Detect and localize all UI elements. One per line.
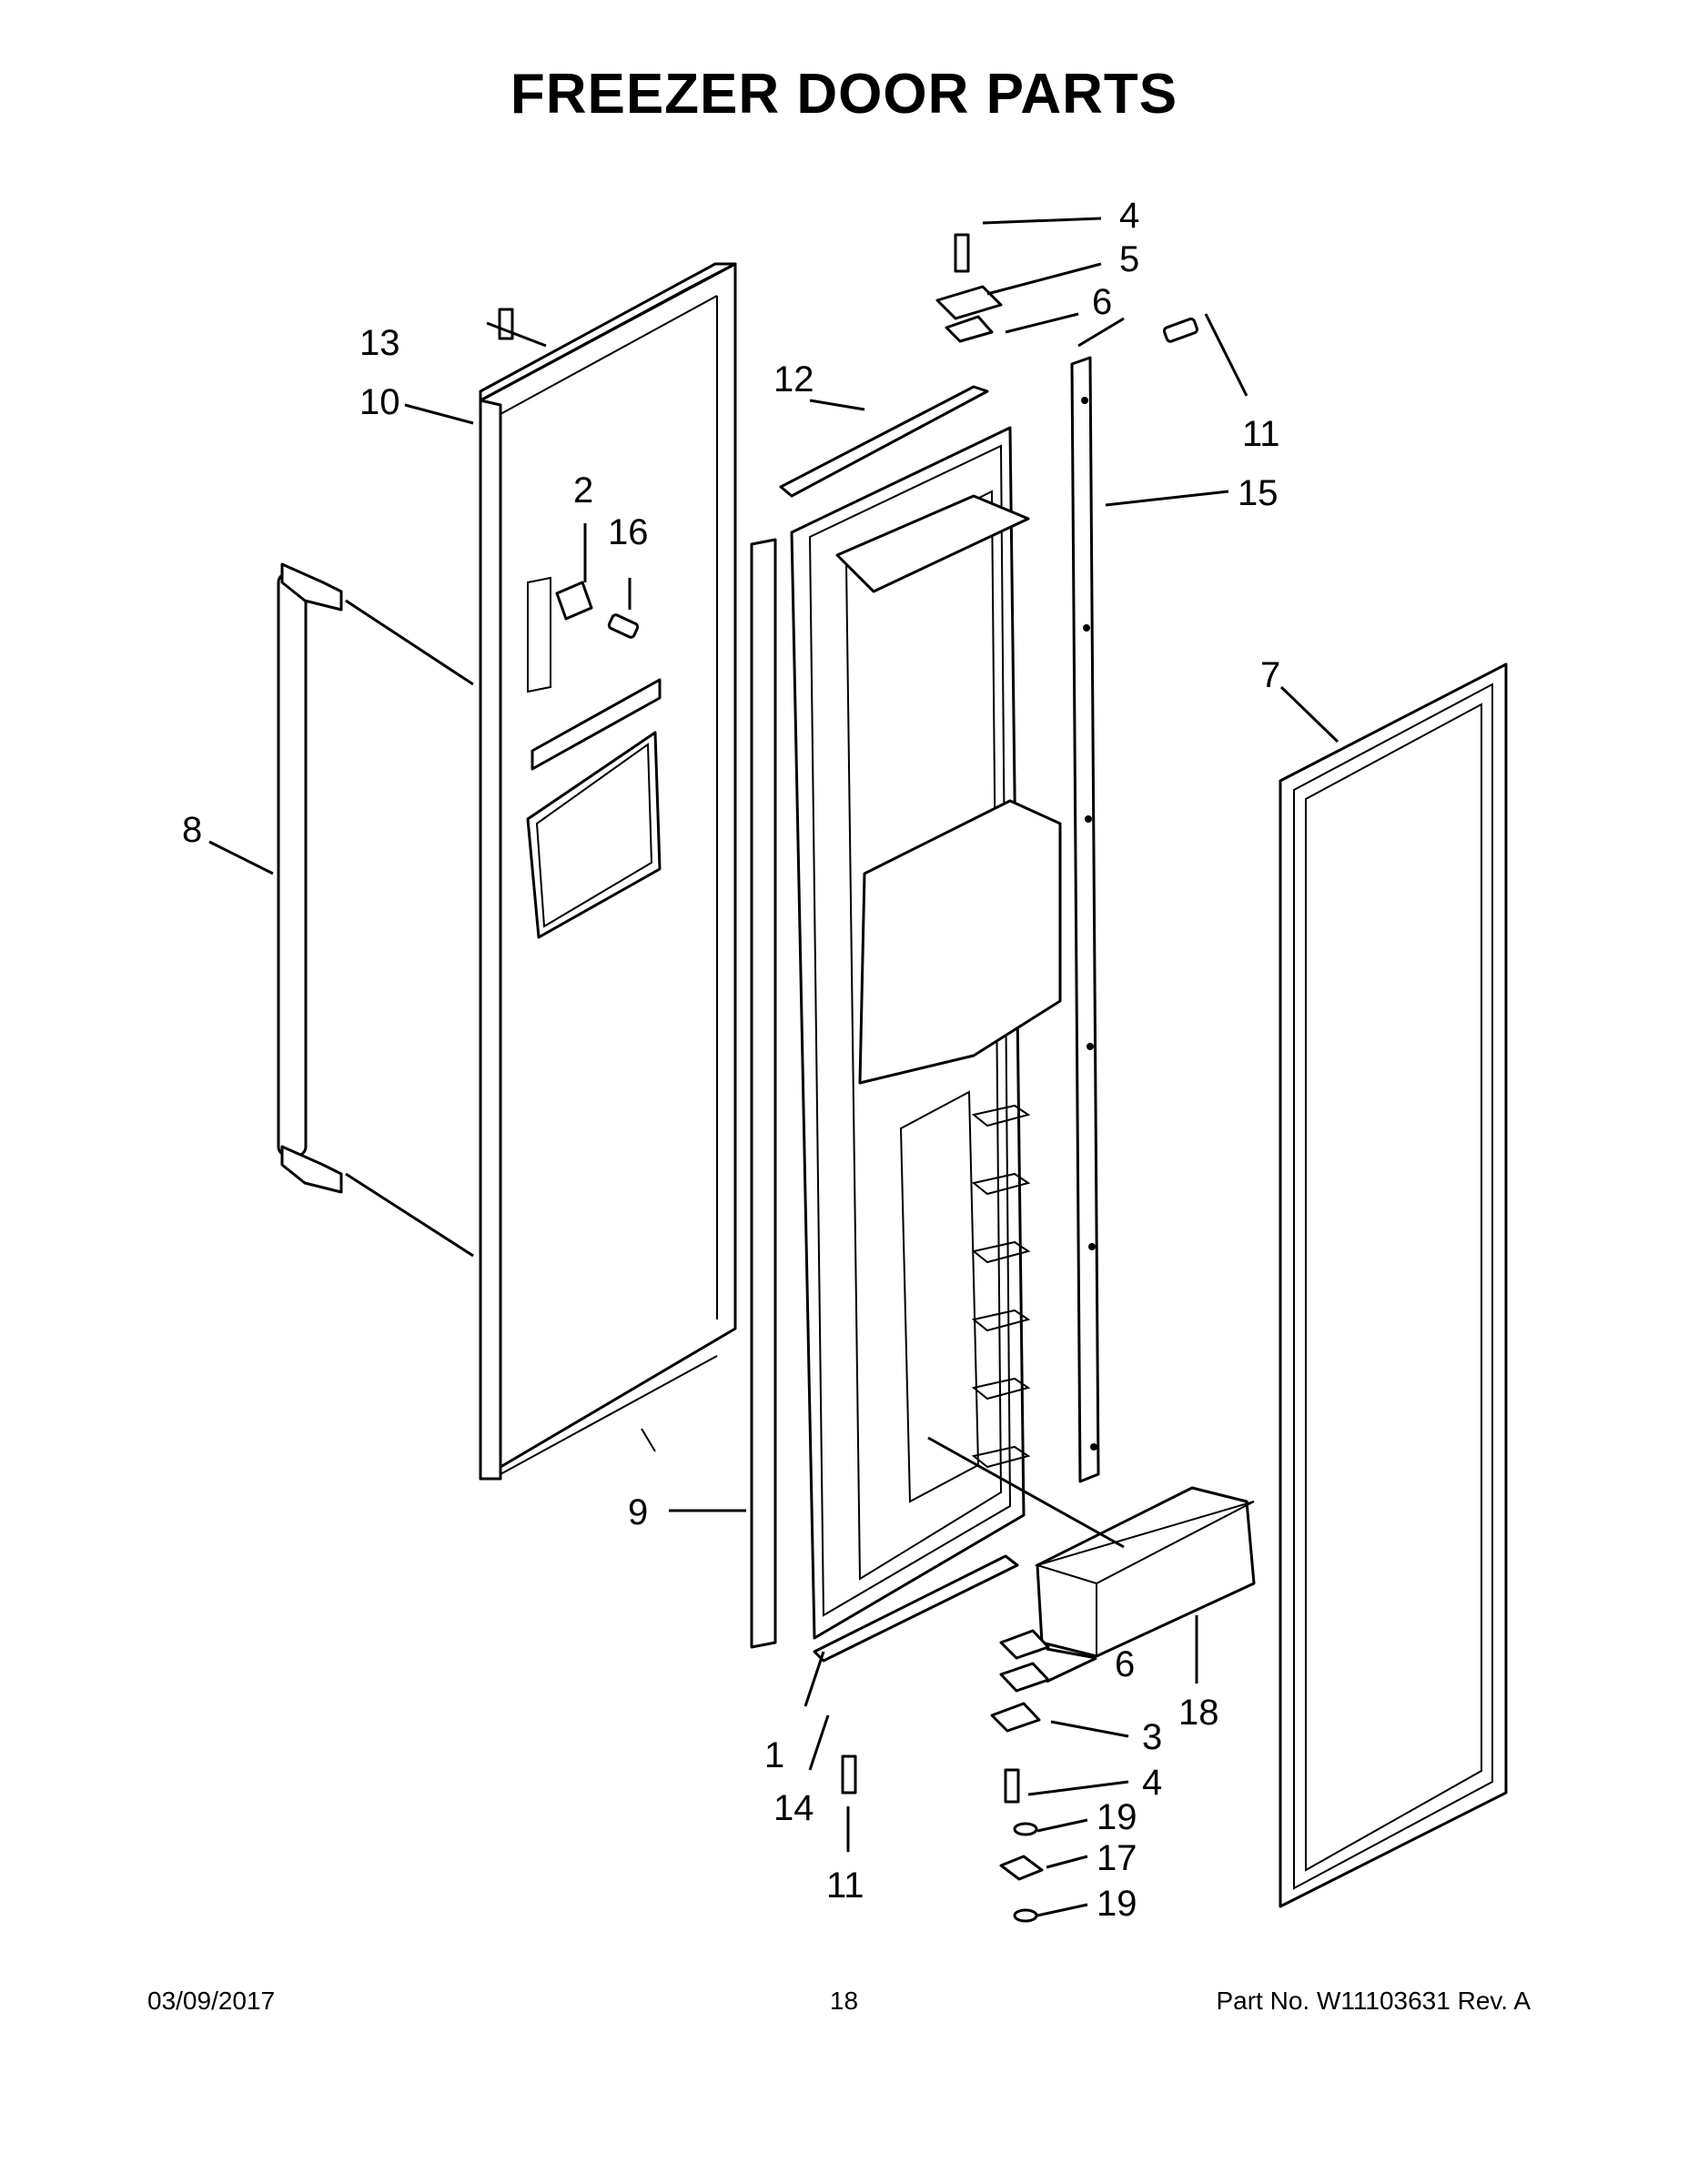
callout-10: 10 — [359, 382, 400, 422]
screw-part-11-bottom — [841, 1754, 857, 1795]
callout-labels: 1 2 3 4 4 5 6 6 7 8 9 10 11 11 12 13 14 … — [182, 196, 1280, 1924]
callout-17: 17 — [1097, 1838, 1137, 1878]
callout-11-top: 11 — [1242, 414, 1280, 454]
callout-8: 8 — [182, 810, 202, 850]
inner-door-liner-part — [790, 426, 1062, 1640]
screw-part-11-top — [1162, 317, 1199, 343]
callout-16: 16 — [608, 512, 649, 552]
callout-4-bottom: 4 — [1142, 1763, 1162, 1803]
callout-11-bottom: 11 — [826, 1866, 864, 1906]
callout-19-bottom: 19 — [1097, 1884, 1137, 1924]
callout-6-bottom: 6 — [1115, 1644, 1135, 1684]
callout-7: 7 — [1260, 655, 1280, 695]
callout-19-top: 19 — [1097, 1797, 1137, 1837]
callout-2: 2 — [573, 470, 593, 511]
hinge-strip-part — [1070, 356, 1100, 1483]
footer-date: 03/09/2017 — [147, 1987, 276, 2015]
callout-13: 13 — [359, 323, 400, 363]
top-cap-part — [779, 385, 989, 498]
door-bin-part — [1034, 1486, 1256, 1658]
bracket-part — [555, 581, 593, 621]
footer-page-number: 18 — [829, 1987, 859, 2015]
handle-part — [277, 562, 343, 1194]
screw-part-16 — [607, 613, 640, 639]
outer-door-panel-part — [479, 262, 737, 1481]
page-title: FREEZER DOOR PARTS — [510, 63, 1178, 126]
callout-15: 15 — [1238, 473, 1279, 513]
callout-18: 18 — [1178, 1693, 1219, 1733]
callout-4-top: 4 — [1119, 196, 1139, 236]
bottom-hinge-hardware — [990, 1629, 1050, 1923]
top-hinge-hardware — [935, 233, 1003, 343]
door-gasket-part — [1279, 662, 1508, 1908]
screw-part-13 — [498, 308, 514, 340]
callout-3: 3 — [1142, 1717, 1162, 1757]
leader-lines — [208, 217, 1339, 1917]
callout-14: 14 — [773, 1788, 814, 1828]
callout-6-top: 6 — [1092, 282, 1112, 322]
footer-part-number: Part No. W11103631 Rev. A — [1216, 1987, 1531, 2015]
gasket-strip-part — [750, 538, 777, 1649]
callout-5: 5 — [1119, 239, 1139, 279]
callout-1: 1 — [764, 1735, 784, 1775]
callout-9: 9 — [628, 1492, 648, 1532]
callout-12: 12 — [773, 359, 814, 399]
